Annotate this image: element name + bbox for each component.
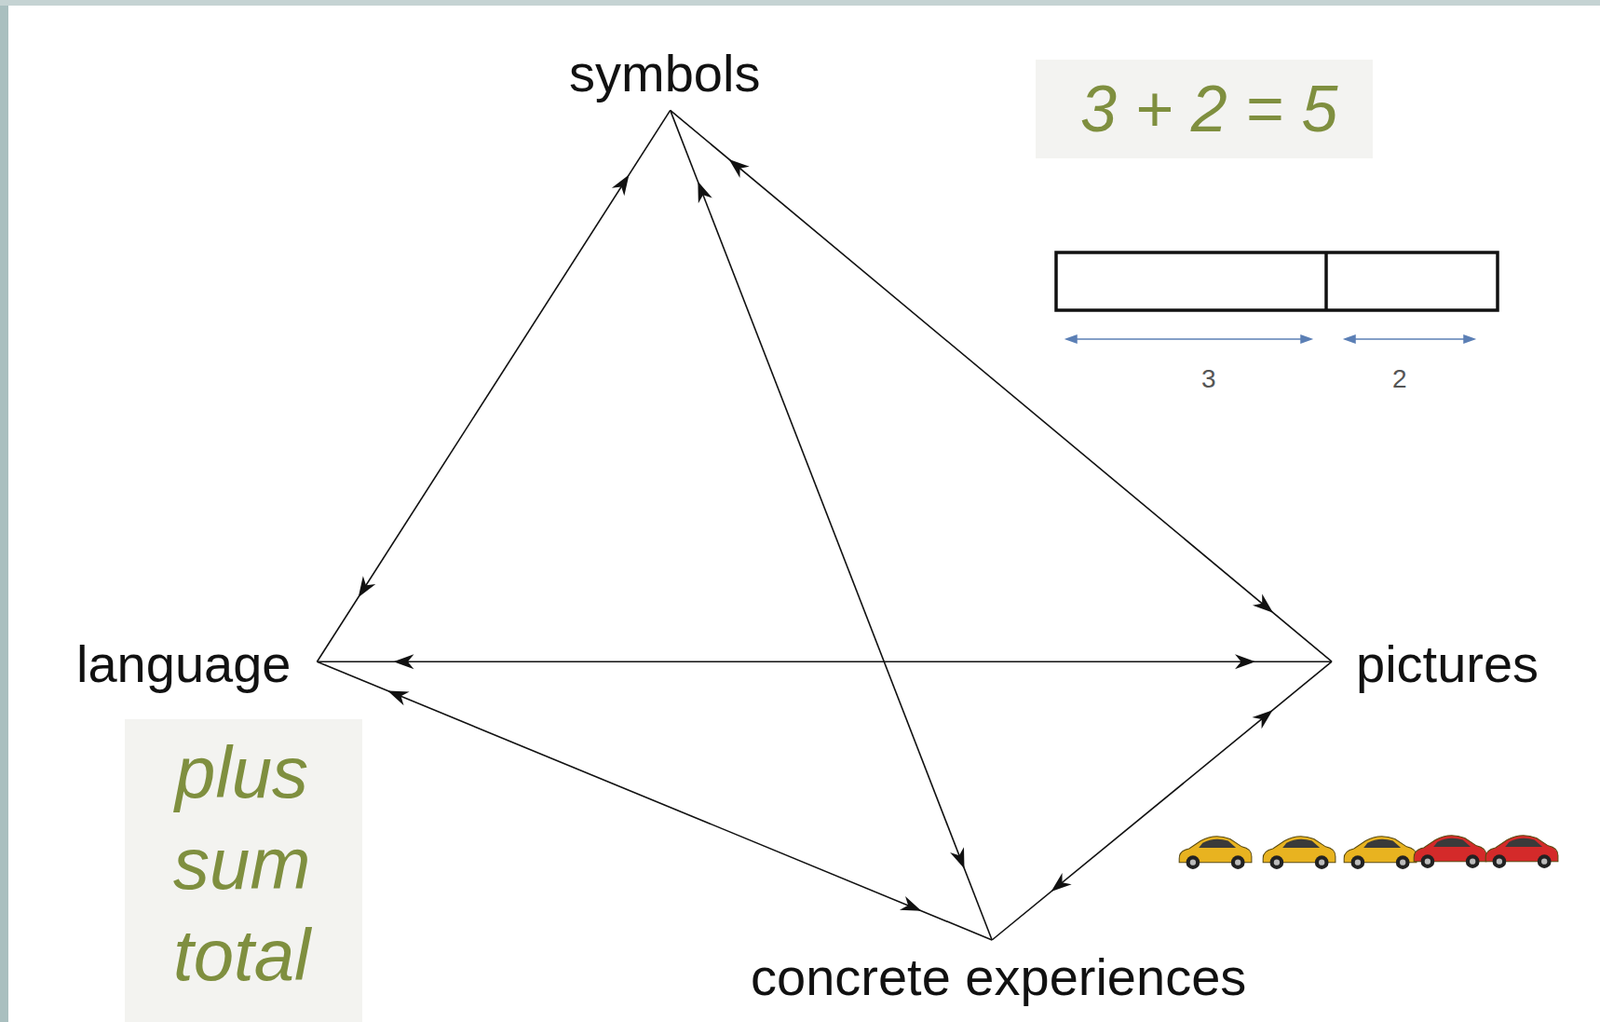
arrowhead <box>697 181 712 204</box>
label-holder: sum <box>173 822 311 907</box>
concept-node: symbols <box>569 43 760 104</box>
arrowhead <box>729 159 750 178</box>
node-label: language <box>76 634 291 694</box>
double-arrow <box>670 109 992 940</box>
arrowhead <box>1051 872 1072 892</box>
connector-line <box>991 661 1332 940</box>
tape-diagram <box>1056 252 1498 343</box>
double-arrow <box>316 109 670 662</box>
double-arrow <box>670 109 1332 662</box>
arrowhead <box>1234 653 1256 669</box>
double-arrow <box>991 661 1332 940</box>
equation: 3 + 2 = 5 <box>1080 71 1338 148</box>
frame-edge <box>0 0 9 1022</box>
connector-line <box>670 109 992 940</box>
node-label: pictures <box>1355 634 1539 694</box>
label-holder: 3 + 2 = 5 <box>1080 71 1338 148</box>
connector-line <box>316 660 1332 663</box>
vocabulary-word: sum <box>173 822 311 907</box>
double-arrow <box>316 661 992 940</box>
label-holder: total <box>173 913 311 998</box>
node-label: concrete experiences <box>750 947 1247 1007</box>
node-label: symbols <box>569 43 760 104</box>
arrowhead <box>358 575 377 597</box>
arrowhead <box>611 174 630 196</box>
double-arrow <box>316 653 1332 669</box>
arrowhead <box>1251 709 1273 729</box>
arrowhead <box>949 846 964 868</box>
text-patch <box>124 718 363 1022</box>
vocabulary-word: plus <box>175 731 309 815</box>
concept-node: pictures <box>1355 634 1539 694</box>
label-holder: plus <box>175 731 309 815</box>
frame-edge <box>0 0 1600 6</box>
concept-node: language <box>76 634 291 694</box>
connector-line <box>316 661 992 940</box>
text-patch <box>1035 59 1373 159</box>
label-holder: 2 <box>1392 364 1408 394</box>
connector-line <box>670 109 1332 662</box>
concept-node: concrete experiences <box>750 947 1247 1007</box>
part-length: 3 <box>1201 364 1217 394</box>
vocabulary-word: total <box>173 913 311 998</box>
arrowhead <box>899 895 922 911</box>
connector-line <box>316 109 670 662</box>
arrowhead <box>1252 593 1274 612</box>
part-length: 2 <box>1392 364 1408 394</box>
label-holder: 3 <box>1201 364 1217 394</box>
arrowhead <box>387 690 409 706</box>
toy-cars <box>1179 835 1559 869</box>
arrowhead <box>393 653 414 669</box>
